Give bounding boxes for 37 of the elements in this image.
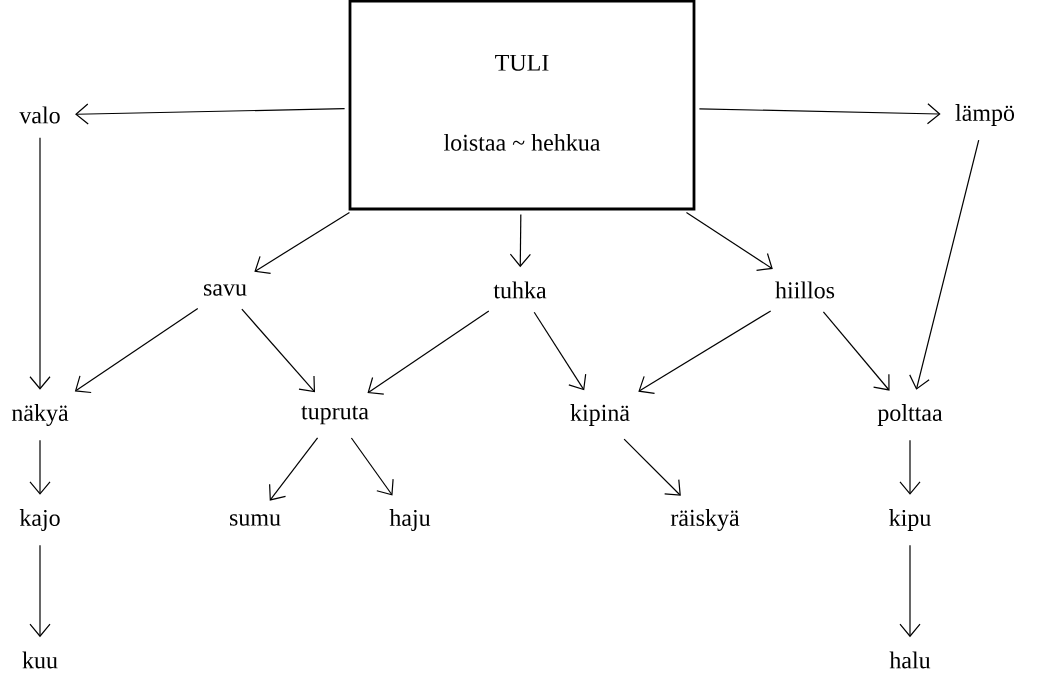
concept-word: valo <box>19 106 60 124</box>
arrow <box>638 310 772 395</box>
arrow <box>899 544 921 638</box>
arrow <box>698 103 941 125</box>
concept-word: kuu <box>22 651 58 669</box>
arrow <box>909 139 980 390</box>
arrow <box>254 211 351 274</box>
concept-word: näkyä <box>11 404 69 426</box>
arrow <box>29 439 51 495</box>
concept-word: sumu <box>229 514 281 526</box>
arrow <box>509 213 531 268</box>
arrow <box>899 439 921 495</box>
arrow <box>533 311 587 391</box>
concept-word: räiskyä <box>670 509 740 531</box>
concept-word: hiillos <box>775 281 835 299</box>
arrow <box>29 544 51 638</box>
arrow <box>367 310 490 395</box>
concept-word: kipu <box>889 509 931 531</box>
concept-word: kajo <box>19 509 60 531</box>
concept-word: haju <box>389 509 431 531</box>
arrow <box>29 137 51 390</box>
concept-word: tuhka <box>493 281 547 299</box>
arrow <box>822 311 890 391</box>
arrow <box>623 438 681 496</box>
concept-word: lämpö <box>955 104 1015 126</box>
concept-word: polttaa <box>877 404 943 426</box>
arrow <box>75 103 346 125</box>
arrow <box>74 307 199 394</box>
concept-word: kipinä <box>570 404 630 426</box>
concept-word: tupruta <box>301 405 369 425</box>
concept-word: savu <box>204 284 247 296</box>
arrow <box>241 308 316 393</box>
concept-word: halu <box>889 651 931 669</box>
arrow <box>685 212 773 271</box>
concept-box: TULI loistaa ~ hehkua <box>348 0 696 211</box>
arrow <box>269 437 319 501</box>
arrow <box>350 437 394 496</box>
